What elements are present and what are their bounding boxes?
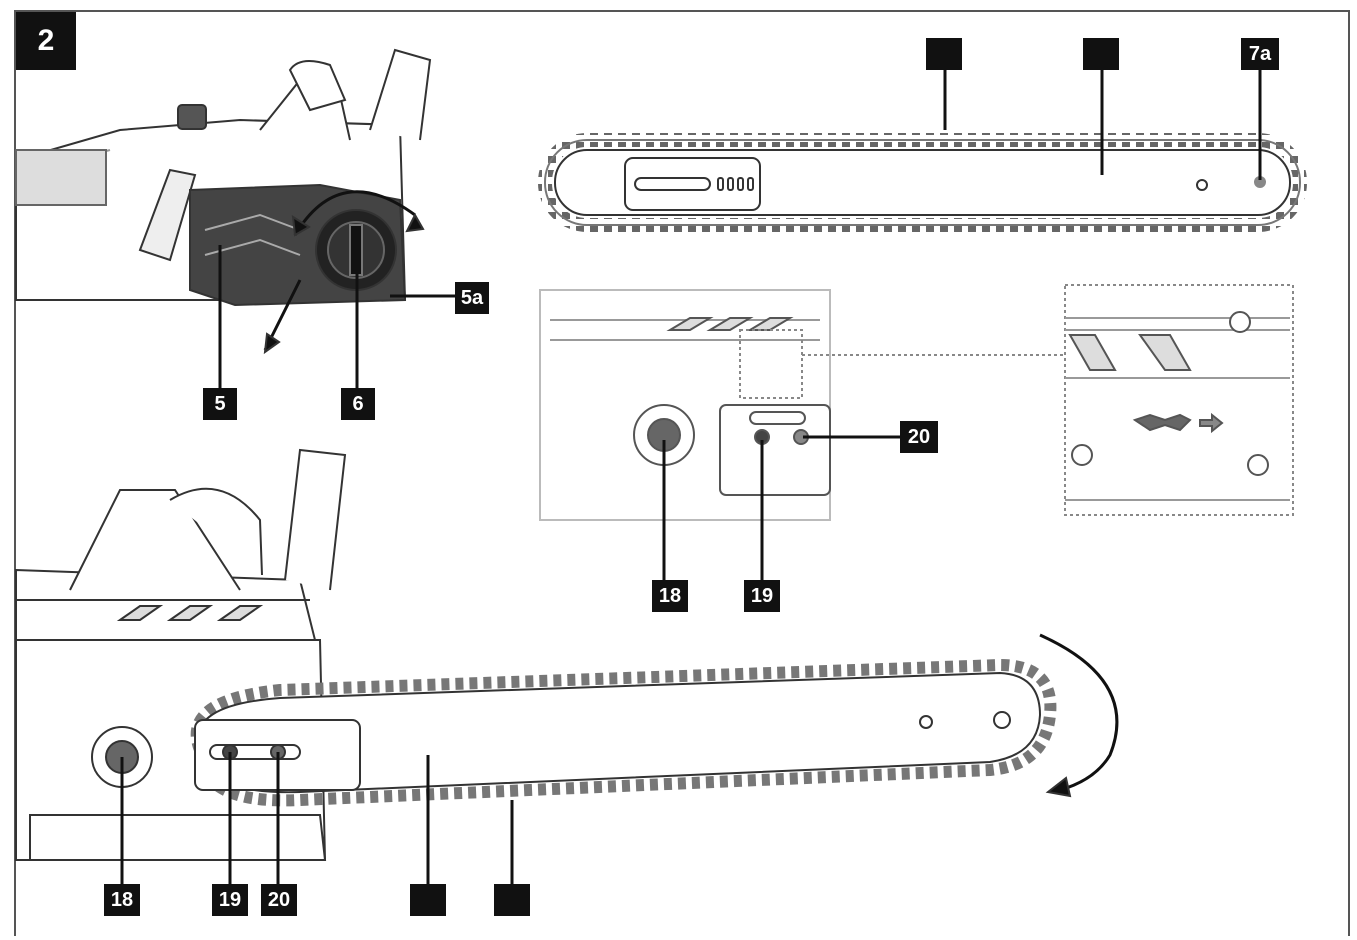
callout-blank-top-right — [1083, 38, 1119, 70]
callout-blank-top-left — [926, 38, 962, 70]
figure-frame — [14, 10, 1350, 936]
bar-and-chain-top-right — [538, 133, 1307, 232]
callout-18-top: 18 — [652, 580, 688, 612]
inset-zoom — [1064, 284, 1294, 516]
callout-6: 6 — [341, 388, 375, 420]
callout-20-top: 20 — [900, 421, 938, 453]
callout-7a: 7a — [1241, 38, 1279, 70]
saw-assembly-bottom — [15, 448, 1119, 861]
figure-number: 2 — [16, 12, 76, 70]
callout-blank-bottom-left — [410, 884, 446, 916]
callout-blank-bottom-right — [494, 884, 530, 916]
tensioner-detail-middle — [539, 289, 1065, 521]
callout-19-top: 19 — [744, 580, 780, 612]
callout-18-bottom: 18 — [104, 884, 140, 916]
callout-5a: 5a — [455, 282, 489, 314]
callout-20-bottom: 20 — [261, 884, 297, 916]
callout-5: 5 — [203, 388, 237, 420]
callout-19-bottom: 19 — [212, 884, 248, 916]
saw-body-top-left — [15, 48, 432, 355]
